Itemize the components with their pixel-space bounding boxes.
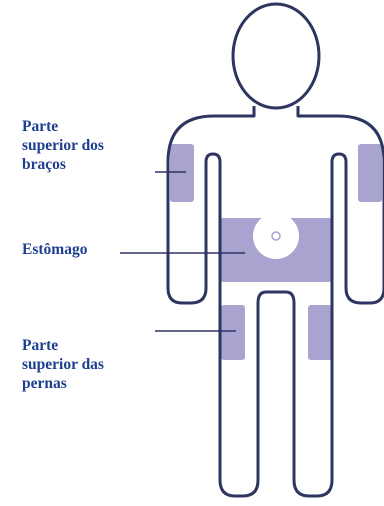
head-outline [231,2,321,110]
zone-upper-leg-right [221,305,245,360]
pointer-lines [120,171,245,332]
label-upper-legs-line-3: pernas [22,375,67,392]
zone-upper-arm-left [358,144,382,202]
zone-upper-arm-right [170,144,194,202]
body-outline [166,2,384,498]
label-upper-arms-line-1: Parte [22,118,59,135]
label-upper-arms-line-3: braços [22,156,66,173]
navel-ring [271,231,281,241]
label-upper-legs-line-2: superior das [22,356,104,373]
label-upper-arms: Parte superior dos braços [22,117,104,174]
label-upper-legs-line-1: Parte [22,337,59,354]
injection-zones [170,144,382,360]
label-stomach-line-1: Estômago [22,241,88,258]
label-upper-arms-line-2: superior dos [22,137,104,154]
torso-and-limbs-outline [166,106,384,498]
label-upper-legs: Parte superior das pernas [22,336,104,393]
label-stomach: Estômago [22,240,87,259]
navel-cutout [253,213,299,259]
zone-upper-leg-left [308,305,332,360]
